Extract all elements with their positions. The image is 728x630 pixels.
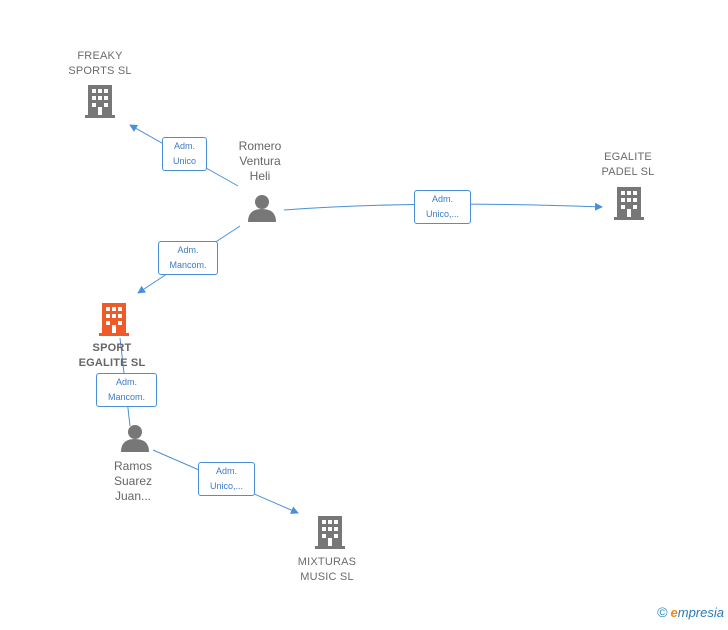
brand-name: mpresia	[677, 605, 724, 620]
edge-label-romero-freaky[interactable]: Adm. Unico	[162, 137, 207, 171]
building-icon-highlight	[99, 303, 129, 336]
label-line: EGALITE	[604, 151, 652, 163]
label-line: SPORT	[92, 342, 132, 354]
label-line: Ventura	[239, 154, 281, 168]
node-label-romero-ventura-heli[interactable]: Romero Ventura Heli	[210, 139, 310, 184]
edge-label-romero-sport[interactable]: Adm. Mancom.	[158, 241, 218, 275]
edge-label-line: Adm.	[115, 377, 137, 387]
label-line: PADEL SL	[601, 166, 655, 178]
edge-label-line: Unico,...	[425, 209, 459, 219]
building-icon	[315, 516, 345, 549]
building-icon	[614, 187, 644, 220]
edge-label-ramos-sport[interactable]: Adm. Mancom.	[96, 373, 157, 407]
edge-label-line: Mancom.	[107, 392, 145, 402]
label-line: EGALITE SL	[78, 357, 146, 369]
label-line: MUSIC SL	[300, 571, 354, 583]
node-label-freaky-sports[interactable]: FREAKY SPORTS SL	[50, 49, 150, 79]
node-label-egalite-padel[interactable]: EGALITE PADEL SL	[578, 150, 678, 180]
building-icon	[85, 85, 115, 118]
label-line: Ramos	[113, 459, 152, 473]
copyright-symbol: ©	[657, 604, 668, 620]
edge-label-line: Unico	[172, 156, 196, 166]
edge-label-line: Adm.	[177, 245, 199, 255]
person-icon	[121, 425, 149, 452]
brand-logo[interactable]: ©empresia	[657, 604, 724, 620]
brand-initial: e	[670, 605, 678, 620]
edge-label-romero-padel[interactable]: Adm. Unico,...	[414, 190, 471, 224]
node-label-sport-egalite[interactable]: SPORT EGALITE SL	[62, 341, 162, 371]
edge-label-line: Mancom.	[169, 260, 207, 270]
edge-label-line: Adm.	[431, 194, 453, 204]
label-line: MIXTURAS	[297, 556, 357, 568]
label-line: FREAKY	[77, 50, 123, 62]
edge-label-line: Unico,...	[209, 481, 243, 491]
edge-label-line: Adm.	[173, 141, 195, 151]
label-line: SPORTS SL	[68, 65, 132, 77]
node-label-mixturas-music[interactable]: MIXTURAS MUSIC SL	[277, 555, 377, 585]
edge-label-ramos-mixturas[interactable]: Adm. Unico,...	[198, 462, 255, 496]
person-icon	[248, 195, 276, 222]
label-line: Heli	[249, 169, 271, 183]
node-label-ramos-suarez-juan[interactable]: Ramos Suarez Juan...	[83, 459, 183, 504]
label-line: Romero	[238, 139, 282, 153]
edge-label-line: Adm.	[215, 466, 237, 476]
label-line: Juan...	[114, 489, 152, 503]
label-line: Suarez	[113, 474, 153, 488]
